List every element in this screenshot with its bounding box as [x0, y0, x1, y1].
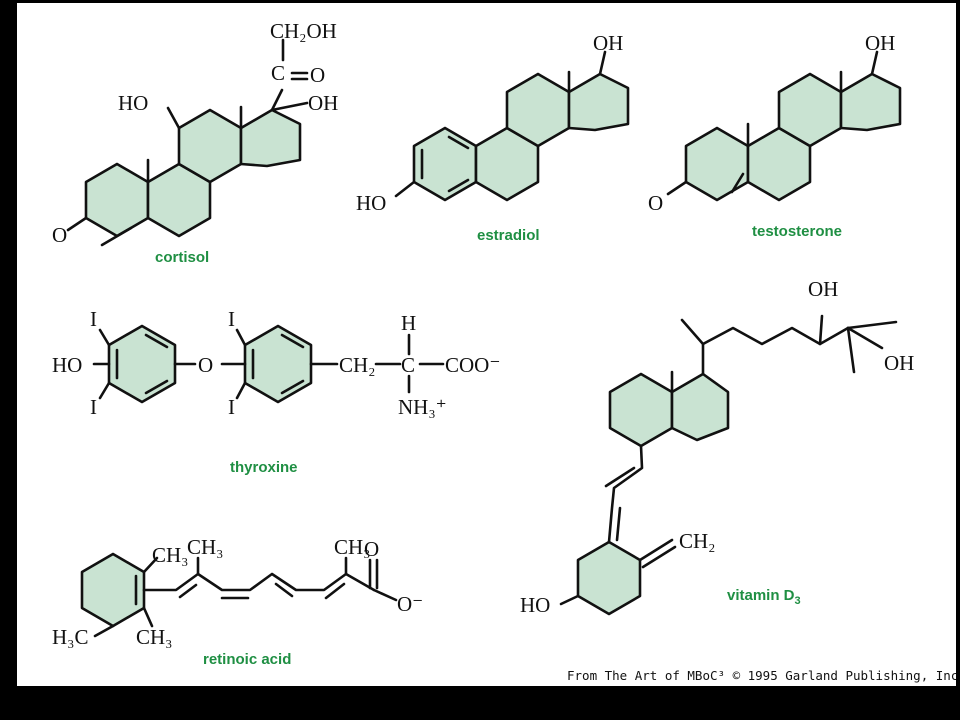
testosterone-structure: O OH testosterone [648, 31, 902, 240]
label-vitamin-d3: vitamin D3 [727, 587, 801, 607]
retinoic-acid-structure: CH₃ H₃C CH₃ CH₃ CH₃ O O⁻ retinoic acid [52, 535, 423, 668]
label-testosterone: testosterone [752, 223, 842, 240]
thyroxine-ether-o: O [198, 353, 213, 377]
vitamin-d3-terminal-oh: OH [884, 351, 914, 375]
thyroxine-h: H [401, 311, 416, 335]
thyroxine-ch2: CH₂ [339, 353, 376, 377]
thyroxine-nh3: NH₃⁺ [398, 395, 447, 419]
vitamin-d3-ho: HO [520, 593, 550, 617]
thyroxine-iodine-3: I [228, 307, 235, 331]
vitamin-d3-structure: OH OH CH₂ HO vitamin D3 [520, 277, 914, 617]
retinoic-acid-chain-ch3-1: CH₃ [187, 535, 224, 559]
cortisol-11-ho: HO [118, 91, 148, 115]
vitamin-d3-ch2: CH₂ [679, 529, 716, 553]
testosterone-keto-o: O [648, 191, 663, 215]
thyroxine-iodine-2: I [90, 395, 97, 419]
cortisol-keto-o: O [52, 223, 67, 247]
steroid-hormones-figure: O HO C O CH₂OH OH cortisol HO OH estradi… [52, 19, 956, 683]
thyroxine-ring-2 [243, 324, 313, 404]
retinoic-acid-h3c: H₃C [52, 625, 89, 649]
cortisol-ch2oh: CH₂OH [270, 19, 337, 43]
cortisol-ring-a [84, 162, 150, 238]
label-estradiol: estradiol [477, 227, 540, 244]
retinoic-acid-carbonyl-o: O [364, 537, 379, 561]
figure-credit: From The Art of MBoC³ © 1995 Garland Pub… [567, 668, 956, 683]
vitamin-d3-ring-a [576, 540, 642, 616]
thyroxine-coo: COO⁻ [445, 353, 500, 377]
estradiol-structure: HO OH estradiol [356, 31, 630, 244]
vitamin-d3-ring-d [670, 372, 730, 442]
label-thyroxine: thyroxine [230, 459, 298, 476]
label-retinoic-acid: retinoic acid [203, 651, 291, 668]
vitamin-d3-ring-c [608, 372, 674, 448]
testosterone-ring-d [839, 72, 902, 132]
thyroxine-ho: HO [52, 353, 82, 377]
cortisol-carbonyl-o: O [310, 63, 325, 87]
thyroxine-structure: I HO I O I I CH₂ C H COO⁻ NH₃⁺ thyroxine [52, 307, 500, 476]
cortisol-ring-d [239, 108, 302, 168]
retinoic-acid-chain-ch3-2: CH₃ [334, 535, 371, 559]
vitamin-d3-side-chain-oh: OH [808, 277, 838, 301]
cortisol-carbonyl-c: C [271, 61, 285, 85]
thyroxine-iodine-4: I [228, 395, 235, 419]
testosterone-17-oh: OH [865, 31, 895, 55]
retinoic-acid-o-minus: O⁻ [397, 592, 423, 616]
thyroxine-iodine-1: I [90, 307, 97, 331]
label-cortisol: cortisol [155, 249, 209, 266]
cortisol-17-oh: OH [308, 91, 338, 115]
retinoic-acid-gem-ch3: CH₃ [136, 625, 173, 649]
thyroxine-ring-1 [107, 324, 177, 404]
estradiol-3-ho: HO [356, 191, 386, 215]
retinoic-acid-ring-ch3: CH₃ [152, 543, 189, 567]
cortisol-structure: O HO C O CH₂OH OH cortisol [52, 19, 338, 266]
testosterone-ring-a [684, 126, 750, 202]
estradiol-17-oh: OH [593, 31, 623, 55]
figure-panel: O HO C O CH₂OH OH cortisol HO OH estradi… [17, 3, 956, 686]
thyroxine-alpha-c: C [401, 353, 415, 377]
estradiol-ring-d [567, 72, 630, 132]
